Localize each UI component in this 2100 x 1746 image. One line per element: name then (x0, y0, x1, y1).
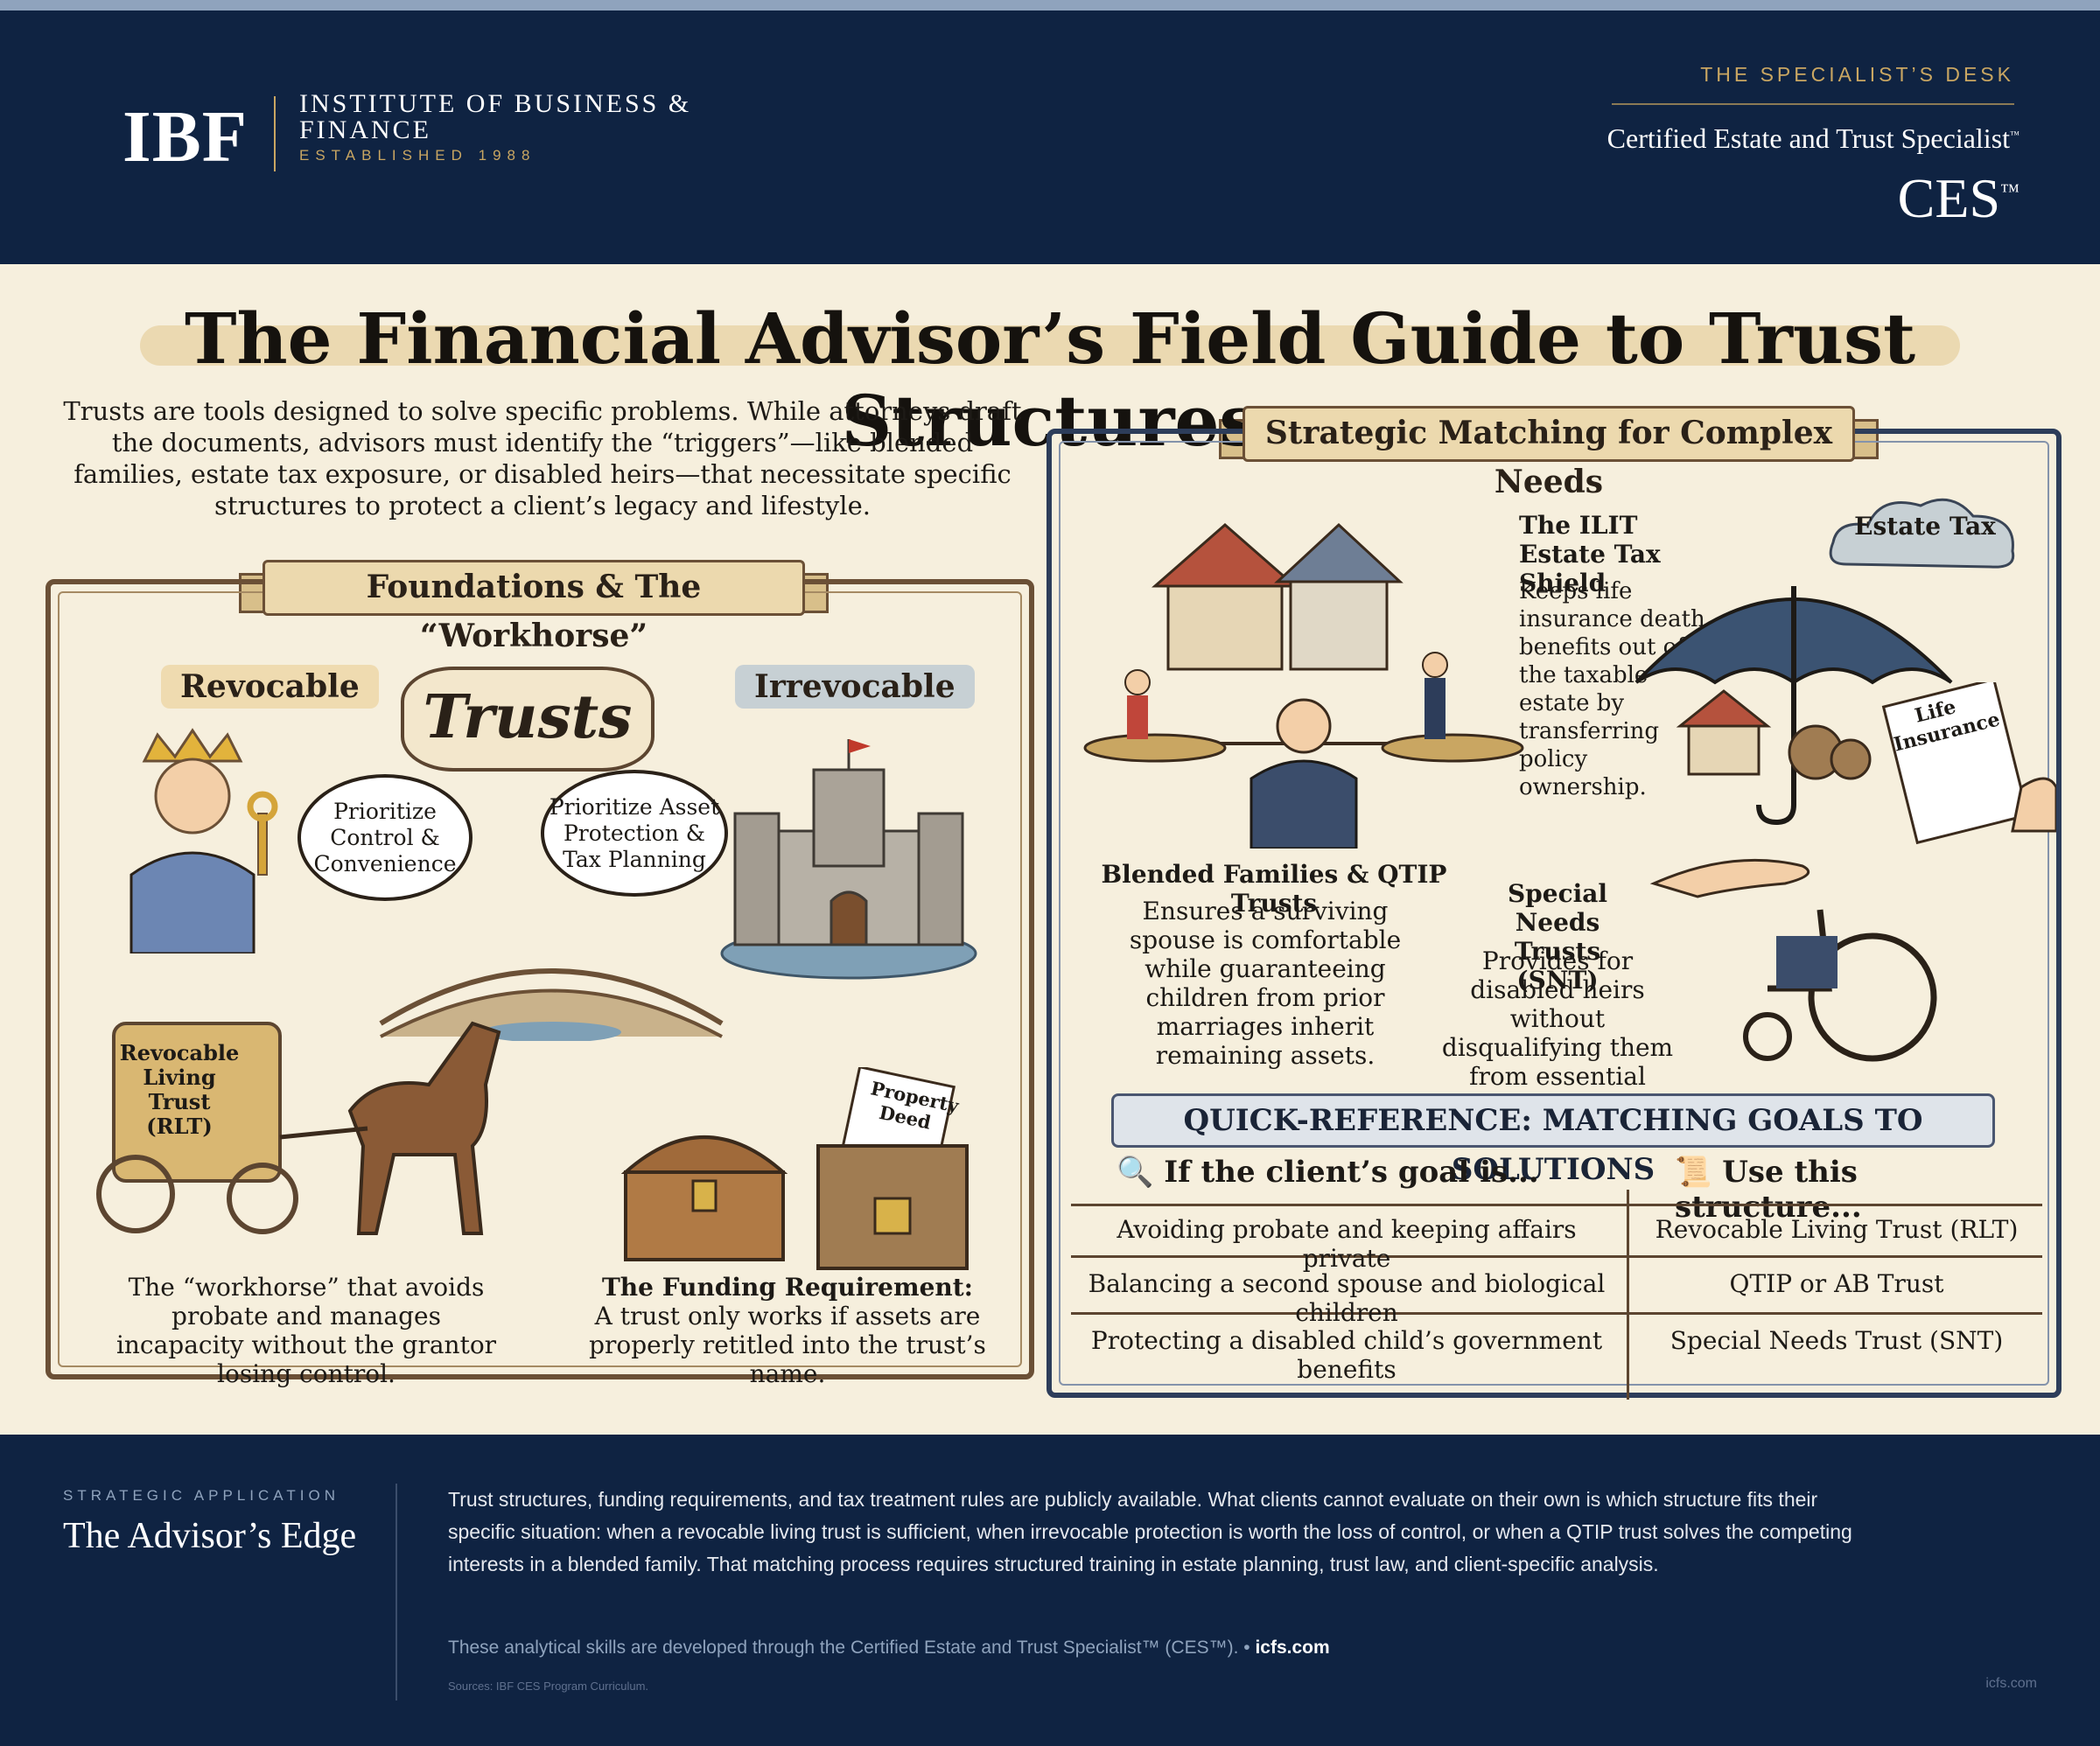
footer-kicker: STRATEGIC APPLICATION (63, 1487, 340, 1504)
snt-title: Special Needs Trusts (SNT) (1507, 879, 1608, 995)
page-title: The Financial Advisor’s Field Guide to T… (184, 297, 1916, 462)
goal-header-text: If the client’s goal is... (1164, 1155, 1539, 1190)
carriage-label: Revocable Living Trust (RLT) (119, 1040, 240, 1139)
certification-abbrev: CES™ (1898, 166, 2020, 231)
irrevocable-speech-bubble: Prioritize Asset Protection & Tax Planni… (541, 770, 728, 897)
irrevocable-tag: Irrevocable (735, 665, 975, 709)
bridge-illustration (379, 968, 724, 1041)
scroll-icon: 📜 (1675, 1155, 1712, 1190)
ilit-body: Keeps life insurance death benefits out … (1519, 578, 1705, 800)
logo-divider (274, 96, 276, 171)
revocable-bubble-text: Prioritize Control & Convenience (313, 798, 457, 876)
trusts-title-cartouche: Trusts (401, 667, 654, 772)
life-insurance-document-illustration (1881, 682, 2056, 845)
cloud-icon (1829, 498, 2015, 569)
funding-title: The Funding Requirement: (601, 1273, 974, 1302)
logo-institute-name: INSTITUTE OF BUSINESS & FINANCE (299, 89, 692, 144)
title-highlight-band (140, 325, 1960, 366)
goal-column-header: 🔍 If the client’s goal is... (1116, 1155, 1539, 1190)
footer-title: The Advisor’s Edge (63, 1516, 357, 1556)
foundations-banner: Foundations & The “Workhorse” (239, 560, 829, 654)
footer-note-link[interactable]: icfs.com (1255, 1638, 1330, 1658)
estate-tax-cloud-label: Estate Tax (1854, 512, 1996, 541)
funding-caption: The Funding Requirement: A trust only wo… (578, 1273, 998, 1388)
revocable-tag: Revocable (161, 665, 379, 709)
structure-column-header: 📜 Use this structure... (1675, 1155, 2042, 1225)
irrevocable-bubble-text: Prioritize Asset Protection & Tax Planni… (549, 793, 720, 872)
table-row: Avoiding probate and keeping affairs pri… (1071, 1204, 2042, 1273)
structure-cell: Special Needs Trust (SNT) (1670, 1326, 2004, 1355)
specialists-desk-label: THE SPECIALIST’S DESK (1700, 63, 2014, 86)
footer-body: Trust structures, funding requirements, … (448, 1488, 1852, 1575)
footer-sources: Sources: IBF CES Program Curriculum. (448, 1680, 649, 1693)
footer-divider (396, 1484, 397, 1701)
castle-illustration (720, 739, 977, 980)
goal-cell: Balancing a second spouse and biological… (1088, 1269, 1606, 1327)
ibf-logo-mark[interactable]: IBF (122, 96, 248, 178)
footer-note-text: These analytical skills are developed th… (448, 1638, 1250, 1658)
carriage-horse-illustration (96, 1021, 501, 1235)
top-accent-strip (0, 0, 2100, 10)
certification-abbrev-text: CES (1897, 167, 2001, 229)
magnifier-icon: 🔍 (1116, 1155, 1154, 1190)
trademark-mark: ™ (2000, 179, 2020, 202)
structure-cell: Revocable Living Trust (RLT) (1655, 1215, 2019, 1244)
logo-established: ESTABLISHED 1988 (299, 147, 536, 164)
blended-families-title: Blended Families & QTIP Trusts (1101, 860, 1447, 918)
footer-url-link[interactable]: icfs.com (1985, 1676, 2037, 1691)
structure-header-text: Use this structure... (1675, 1155, 1862, 1225)
desk-rule (1612, 103, 2014, 105)
certification-name: Certified Estate and Trust Specialist™ (1607, 122, 2020, 155)
footer-note: These analytical skills are developed th… (448, 1638, 1330, 1659)
ilit-title: The ILIT Estate Tax Shield (1519, 511, 1661, 597)
workhorse-caption: The “workhorse” that avoids probate and … (116, 1273, 497, 1388)
table-divider (1627, 1190, 1629, 1400)
table-row: Balancing a second spouse and biological… (1071, 1261, 2042, 1327)
wheelchair-hand-illustration (1649, 858, 1937, 1062)
revocable-speech-bubble: Prioritize Control & Convenience (298, 774, 472, 901)
table-row: Protecting a disabled child’s government… (1071, 1317, 2042, 1384)
site-header: IBF INSTITUTE OF BUSINESS & FINANCE ESTA… (0, 10, 2100, 264)
goal-cell: Protecting a disabled child’s government… (1090, 1326, 1603, 1384)
certification-name-text: Certified Estate and Trust Specialist (1606, 122, 2011, 154)
blended-family-scale-illustration (1083, 522, 1524, 849)
treasure-chest-illustration (620, 1135, 788, 1261)
advisors-edge-footer: STRATEGIC APPLICATION The Advisor’s Edge… (0, 1435, 2100, 1746)
umbrella-shield-illustration (1634, 586, 1953, 826)
intro-paragraph: Trusts are tools designed to solve speci… (63, 396, 1022, 520)
funding-body: A trust only works if assets are properl… (589, 1302, 986, 1388)
strategic-matching-banner: Strategic Matching for Complex Needs (1219, 406, 1879, 500)
quick-reference-banner: QUICK-REFERENCE: MATCHING GOALS TO SOLUT… (1111, 1093, 1995, 1187)
goal-cell: Avoiding probate and keeping affairs pri… (1116, 1215, 1577, 1273)
king-with-key-illustration (130, 728, 278, 953)
trademark-mark: ™ (2010, 129, 2020, 141)
blended-families-body: Ensures a surviving spouse is comfortabl… (1129, 897, 1402, 1070)
lockbox-deed-illustration (816, 1067, 969, 1270)
structure-cell: QTIP or AB Trust (1729, 1269, 1944, 1298)
